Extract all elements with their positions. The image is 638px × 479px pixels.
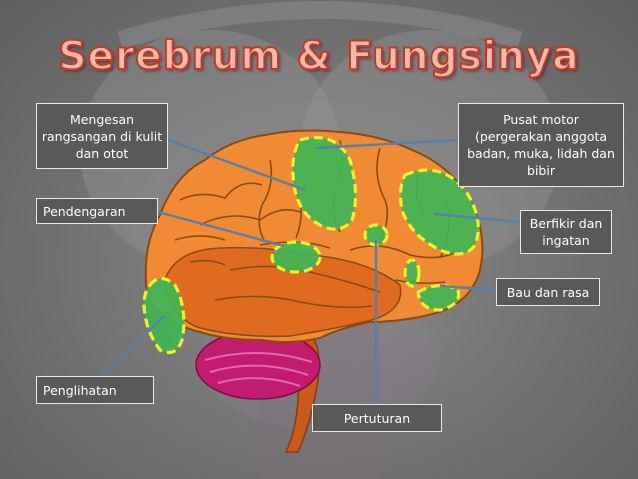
label-hearing: Pendengaran bbox=[36, 198, 158, 224]
label-thinking: Berfikir dan ingatan bbox=[520, 210, 612, 254]
label-smell-taste: Bau dan rasa bbox=[496, 278, 600, 306]
label-motor: Pusat motor (pergerakan anggota badan, m… bbox=[458, 103, 624, 187]
label-sensory: Mengesan rangsangan di kulit dan otot bbox=[36, 103, 168, 169]
area-vision bbox=[144, 279, 184, 353]
pointer-vision bbox=[102, 316, 164, 376]
area-smell-taste-2 bbox=[418, 285, 459, 310]
area-hearing bbox=[272, 242, 320, 272]
label-speech: Pertuturan bbox=[312, 404, 442, 432]
area-smell-taste bbox=[405, 260, 419, 286]
label-vision: Penglihatan bbox=[36, 376, 154, 404]
